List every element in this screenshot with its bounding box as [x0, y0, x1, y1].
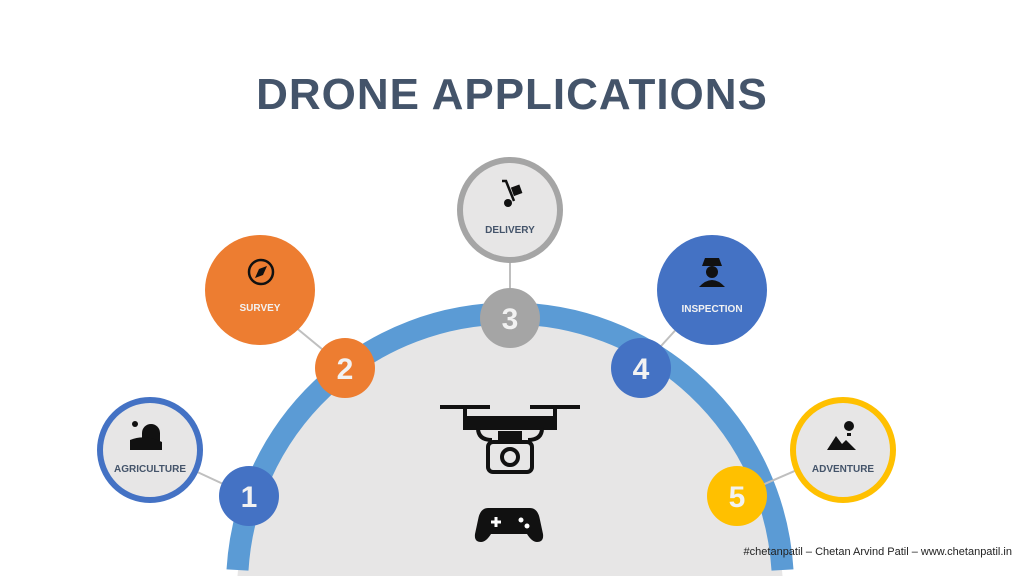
item-adventure[interactable]: ADVENTURE [790, 397, 896, 503]
badge-number: 3 [502, 303, 519, 336]
mountain-balloon-icon [827, 421, 856, 450]
item-delivery[interactable]: DELIVERY [457, 157, 563, 263]
badge-number: 2 [337, 353, 354, 386]
compass-icon [247, 258, 275, 286]
badge-number: 1 [241, 481, 258, 514]
item-label: AGRICULTURE [114, 464, 186, 475]
item-inspection[interactable]: INSPECTION [657, 235, 767, 345]
page-title: DRONE APPLICATIONS [256, 70, 768, 119]
detective-icon [699, 258, 725, 287]
badge-5[interactable]: 5 [707, 466, 767, 526]
item-survey[interactable]: SURVEY [205, 235, 315, 345]
footer-credit: #chetanpatil – Chetan Arvind Patil – www… [743, 546, 1012, 558]
badge-4[interactable]: 4 [611, 338, 671, 398]
drone-camera-icon [440, 405, 580, 474]
badge-number: 5 [729, 481, 746, 514]
item-label: ADVENTURE [812, 464, 875, 475]
badge-1[interactable]: 1 [219, 466, 279, 526]
badge-3[interactable]: 3 [480, 288, 540, 348]
badge-number: 4 [633, 353, 650, 386]
item-label: DELIVERY [485, 225, 535, 236]
gamepad-icon [474, 508, 544, 542]
badge-2[interactable]: 2 [315, 338, 375, 398]
item-label: INSPECTION [681, 304, 742, 315]
item-label: SURVEY [240, 303, 281, 314]
item-agriculture[interactable]: AGRICULTURE [97, 397, 203, 503]
barn-icon [130, 421, 162, 450]
hand-truck-icon [502, 179, 523, 207]
